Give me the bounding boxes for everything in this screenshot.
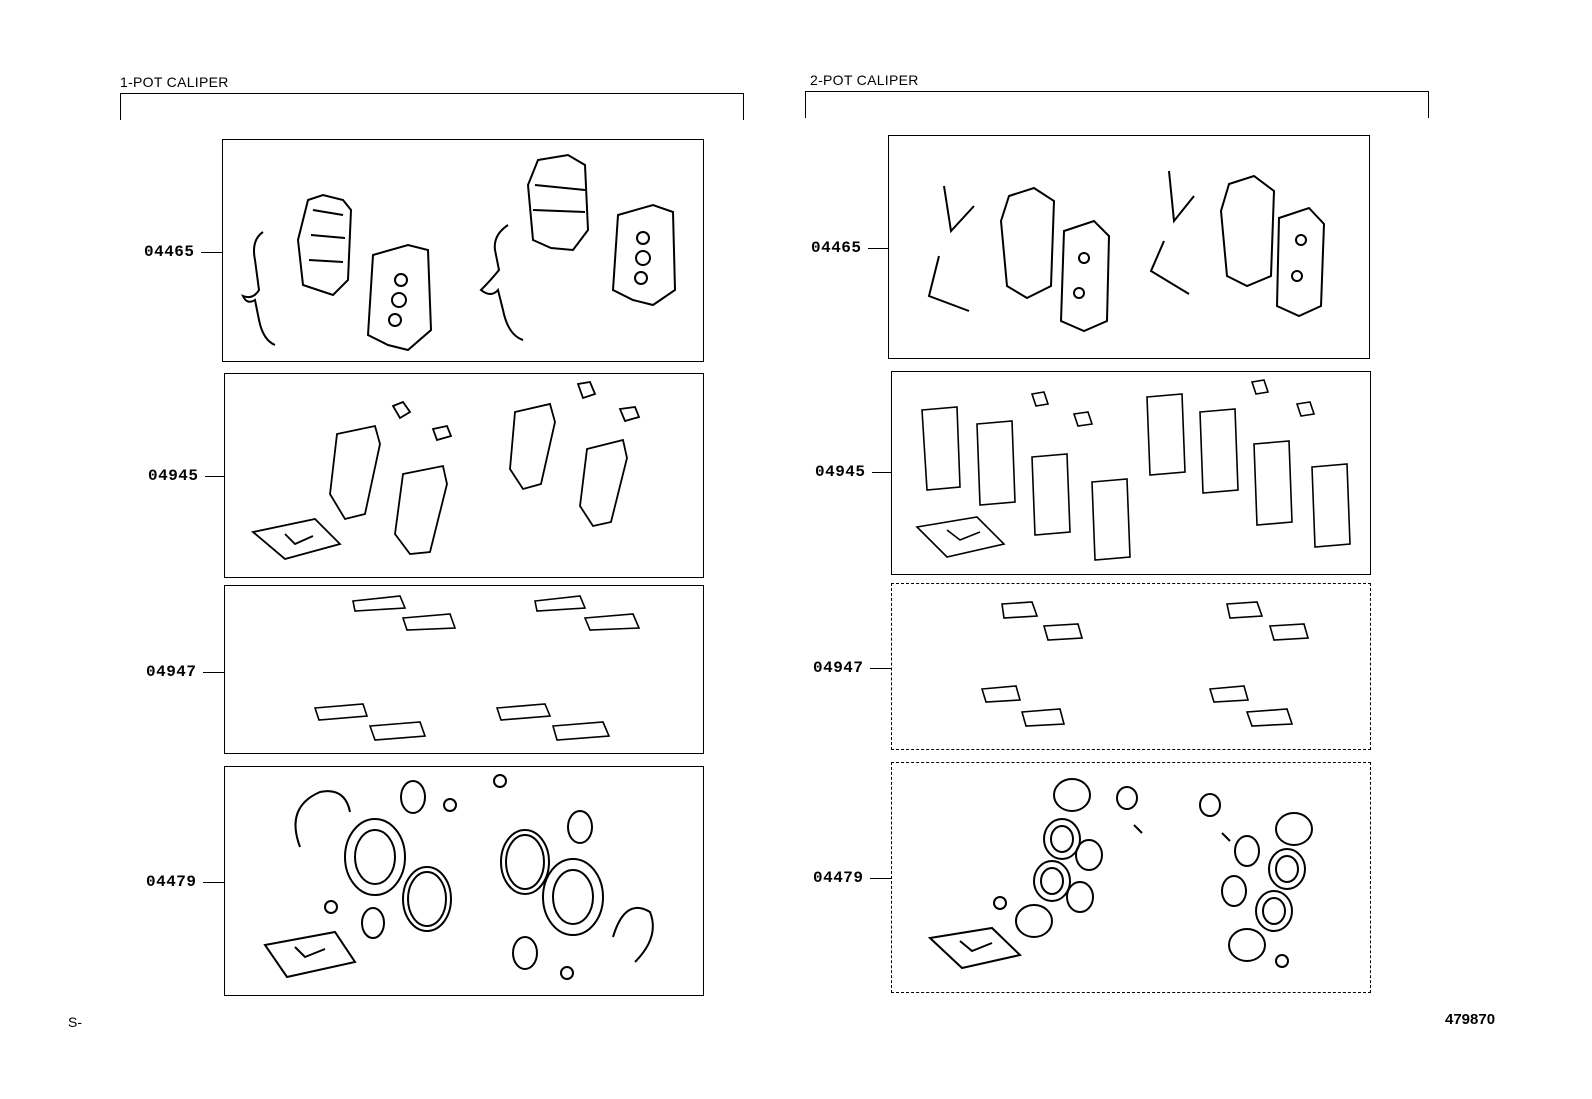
drawing-id: 479870: [1445, 1011, 1496, 1028]
page-mark: S-: [68, 1014, 82, 1030]
part-number-label: 04947: [146, 663, 197, 681]
part-number-label: 04465: [144, 243, 195, 261]
parts-panel-brake-pads: [888, 135, 1370, 359]
shim-set-illustration: [915, 379, 1351, 561]
parts-panel-cylinder-kit: [224, 766, 704, 996]
support-plate-set-illustration: [980, 601, 1310, 727]
support-plate-set-illustration: [313, 595, 641, 741]
shim-set-illustration: [251, 380, 641, 560]
part-number-label: 04465: [811, 239, 862, 257]
cylinder-kit-illustration: [263, 774, 654, 980]
brake-pad-set-illustration: [241, 153, 677, 352]
section-title-2-pot: 2-POT CALIPER: [810, 72, 919, 88]
leader-line: [203, 882, 225, 884]
part-number-label: 04945: [815, 463, 866, 481]
part-number-label: 04479: [146, 873, 197, 891]
parts-panel-anti-squeal-shims: [891, 371, 1371, 575]
section-bracket-1-pot: [120, 93, 744, 120]
section-title-1-pot: 1-POT CALIPER: [120, 74, 229, 90]
cylinder-kit-illustration: [927, 778, 1313, 970]
section-bracket-2-pot: [805, 91, 1429, 118]
parts-panel-pad-support-plates: [224, 585, 704, 754]
leader-line: [870, 668, 891, 670]
leader-line: [205, 476, 225, 478]
leader-line: [203, 672, 225, 674]
parts-panel-anti-squeal-shims: [224, 373, 704, 578]
leader-line: [868, 248, 888, 250]
parts-panel-brake-pads: [222, 139, 704, 362]
leader-line: [870, 878, 891, 880]
part-number-label: 04945: [148, 467, 199, 485]
part-number-label: 04947: [813, 659, 864, 677]
leader-line: [872, 472, 891, 474]
part-number-label: 04479: [813, 869, 864, 887]
brake-pad-set-illustration: [927, 170, 1326, 333]
parts-panel-pad-support-plates: [891, 583, 1371, 750]
parts-panel-cylinder-kit: [891, 762, 1371, 993]
leader-line: [201, 252, 223, 254]
